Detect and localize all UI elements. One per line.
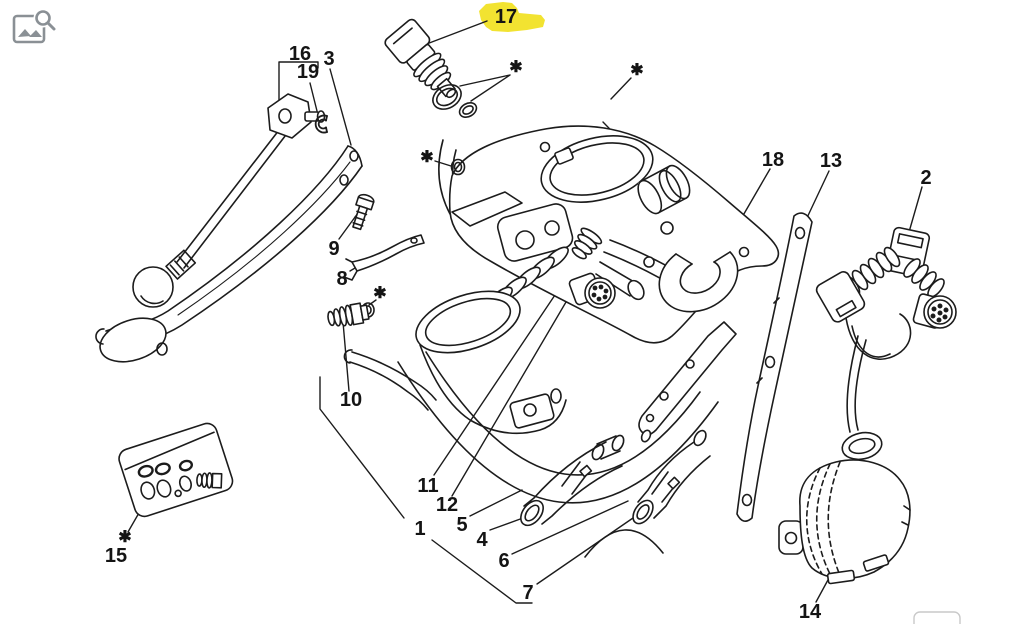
callout-13[interactable]: 13 <box>819 150 843 172</box>
asterisk-marker: ✱ <box>373 285 387 302</box>
small-bracket-drawing <box>344 235 424 280</box>
callout-6[interactable]: 6 <box>498 550 510 572</box>
leader-11 <box>434 292 557 475</box>
highlight-blob <box>479 2 545 32</box>
lever-arm-drawing <box>94 146 362 370</box>
leader-6 <box>512 501 628 554</box>
callout-18[interactable]: 18 <box>761 149 785 171</box>
rubber-mount-cylinder <box>633 162 694 215</box>
leader-17 <box>424 21 487 45</box>
leader-16-bracket <box>279 62 318 100</box>
corner-ui-fragment <box>914 612 960 624</box>
callout-9[interactable]: 9 <box>328 238 340 260</box>
frame-arcs <box>398 140 718 557</box>
screw-drawing <box>349 193 375 231</box>
callout-7[interactable]: 7 <box>522 582 534 604</box>
leader-asterisk-orings <box>460 75 510 101</box>
callout-19[interactable]: 19 <box>296 61 320 83</box>
throttle-body-drawing <box>344 160 736 435</box>
linkage-rod-drawing <box>133 94 325 307</box>
tps-connector <box>568 272 615 308</box>
leader-3 <box>330 69 351 145</box>
asterisk-marker: ✱ <box>118 529 132 546</box>
c-clip-drawing <box>316 116 327 133</box>
asterisk-marker: ✱ <box>630 62 644 79</box>
leader-4 <box>490 518 523 530</box>
callout-15[interactable]: 15 <box>104 545 128 567</box>
image-search-icon <box>8 8 64 54</box>
leader-5 <box>470 490 522 516</box>
callout-10[interactable]: 10 <box>339 389 363 411</box>
wiring-harness-drawing <box>814 227 956 463</box>
stub-tube <box>590 429 652 461</box>
hose-drawings <box>516 429 710 530</box>
leader-19 <box>310 83 318 115</box>
throttle-bore <box>408 280 527 365</box>
magnifier-handle <box>48 23 54 29</box>
hose-b <box>629 429 710 528</box>
round-connector <box>924 296 956 328</box>
leader-1-bracket <box>320 377 532 603</box>
horseshoe-pad-drawing <box>659 252 737 312</box>
strap-bracket-drawing <box>737 213 812 521</box>
callout-11[interactable]: 11 <box>417 475 439 497</box>
leader-7 <box>537 518 633 584</box>
hose-a <box>516 442 622 530</box>
leader-10 <box>343 322 349 391</box>
callout-4[interactable]: 4 <box>476 529 488 551</box>
mountain-icon <box>18 29 31 37</box>
o-ring-small <box>457 100 479 120</box>
ecu-cover-drawing <box>779 460 910 584</box>
leader-13 <box>805 171 829 222</box>
fitting-drawing <box>327 302 370 329</box>
mountain-icon <box>29 30 42 37</box>
callout-3[interactable]: 3 <box>323 48 335 70</box>
callout-17[interactable]: 17 <box>494 6 518 28</box>
fuel-injector-drawing <box>383 18 479 121</box>
magnifier-icon <box>37 12 50 25</box>
callout-8[interactable]: 8 <box>336 268 348 290</box>
asterisk-marker: ✱ <box>420 149 434 166</box>
callout-1[interactable]: 1 <box>414 518 426 540</box>
callout-16[interactable]: 16 <box>288 43 312 65</box>
callout-12[interactable]: 12 <box>435 494 459 516</box>
asterisk-marker: ✱ <box>509 59 523 76</box>
image-frame <box>14 16 44 42</box>
callout-5[interactable]: 5 <box>456 514 468 536</box>
callout-2[interactable]: 2 <box>920 167 932 189</box>
callout-14[interactable]: 14 <box>798 601 822 623</box>
gasket-kit-drawing <box>116 421 235 519</box>
leader-asterisk-mid <box>435 161 451 166</box>
o-ring-large <box>429 80 466 114</box>
mid-o-ring <box>452 160 465 175</box>
